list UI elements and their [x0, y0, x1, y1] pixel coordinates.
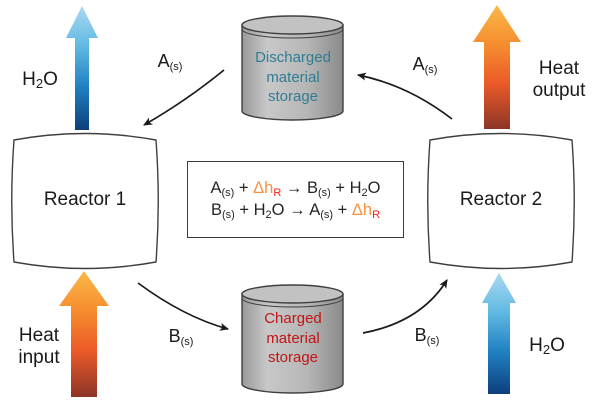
- arrow-reactor1-to-charged-icon: [137, 282, 229, 331]
- arrow-reactor2-to-discharged-icon: [357, 72, 453, 120]
- h2o-label-bottom-right: H2O: [529, 335, 565, 357]
- heat-output-arrow-icon: [473, 5, 521, 129]
- charged-storage-cylinder: [241, 284, 344, 394]
- b-s-label-right: B(s): [414, 325, 440, 347]
- h2o-label-top-left: H2O: [22, 69, 58, 91]
- reactor-1-label: Reactor 1: [43, 189, 127, 210]
- reactor-1-vessel: [11, 132, 159, 270]
- equation-line-1: A(s) + ΔhR → B(s) + H2O: [210, 179, 381, 199]
- reaction-equations-box: A(s) + ΔhR → B(s) + H2O B(s) + H2O → A(s…: [187, 161, 404, 238]
- arrow-discharged-to-reactor1-icon: [143, 69, 225, 126]
- b-s-label-left: B(s): [168, 326, 194, 348]
- heat-input-arrow-icon: [59, 271, 109, 397]
- arrow-charged-to-reactor2-icon: [362, 279, 448, 334]
- reactor-2-vessel: [427, 132, 575, 270]
- h2o-release-arrow-icon: [66, 6, 98, 130]
- a-s-label-right: A(s): [412, 54, 438, 76]
- reactor-2-label: Reactor 2: [459, 189, 543, 210]
- discharged-storage-cylinder: [241, 15, 344, 121]
- equation-line-2: B(s) + H2O → A(s) + ΔhR: [210, 201, 381, 221]
- a-s-label-left: A(s): [157, 51, 183, 73]
- h2o-supply-arrow-icon: [482, 273, 516, 394]
